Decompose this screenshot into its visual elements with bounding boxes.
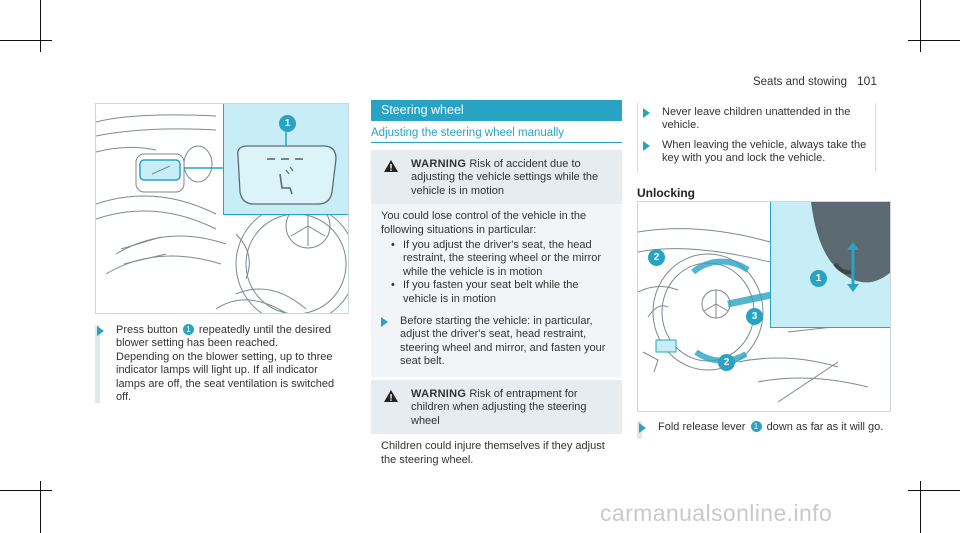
callout-badge: 2 <box>648 249 665 266</box>
step-arrow-icon <box>639 423 646 433</box>
step-arrow-icon <box>381 317 388 328</box>
bullet-divider <box>637 103 638 173</box>
crop-mark <box>920 0 921 52</box>
callout-badge: 1 <box>279 115 296 132</box>
warning-triangle-icon <box>384 390 398 402</box>
step-text-detail: Depending on the blower setting, up to t… <box>116 350 335 404</box>
bullet-item: Never leave children unattended in the v… <box>643 106 875 133</box>
section-title: Steering wheel <box>371 100 622 121</box>
callout-badge: 3 <box>746 308 763 325</box>
warning-label: WARNING <box>411 388 467 400</box>
crop-mark <box>0 40 52 41</box>
page-number: 101 <box>856 74 877 88</box>
section-subtitle: Adjusting the steering wheel manually <box>371 127 622 143</box>
unlocking-title: Unlocking <box>637 186 696 200</box>
warning-box-accident: WARNING Risk of accident due to adjustin… <box>371 150 622 377</box>
callout-badge: 2 <box>718 354 735 371</box>
step-text-prefix: Press button <box>116 324 178 336</box>
release-lever-closeup <box>811 202 890 292</box>
crop-mark <box>908 490 960 491</box>
header-section-title: Seats and stowing <box>752 76 847 88</box>
callout-panel: 1 <box>223 104 348 215</box>
steering-wheel-illustration <box>638 228 879 403</box>
warning-triangle-icon <box>384 160 398 172</box>
crop-mark <box>908 40 960 41</box>
warning-list: If you adjust the driver's seat, the hea… <box>381 239 612 306</box>
list-item: If you adjust the driver's seat, the hea… <box>391 239 612 279</box>
seat-ventilation-figure: 1 <box>95 103 349 314</box>
warning-label: WARNING <box>411 158 467 170</box>
step-text-prefix: Fold release lever <box>658 421 746 433</box>
button-number-badge: 1 <box>182 324 194 335</box>
steering-wheel-figure: 1 2 3 2 <box>637 201 891 412</box>
bullet-text: Never leave children unattended in the v… <box>662 106 851 132</box>
warning-body: Children could injure themselves if they… <box>381 440 605 466</box>
warning-heading: Risk of entrapment for children when adj… <box>411 388 587 427</box>
callout-panel: 1 <box>770 202 890 328</box>
crop-mark <box>40 481 41 533</box>
callout-badge: 1 <box>810 270 827 287</box>
bullet-text: When leaving the vehicle, always take th… <box>662 139 867 165</box>
step-arrow-icon <box>97 326 104 336</box>
step-text-suffix: repeatedly until the desired blower sett… <box>116 324 331 350</box>
crop-mark <box>0 490 52 491</box>
crop-mark <box>40 0 41 52</box>
watermark: carmanualsonline.info <box>600 500 833 526</box>
bullet-item: When leaving the vehicle, always take th… <box>643 139 875 166</box>
page-header: Seats and stowing 101 <box>753 74 877 88</box>
instruction-step: Press button 1 repeatedly until the desi… <box>97 324 347 404</box>
step-text-suffix: down as far as it will go. <box>766 421 884 433</box>
lever-number-badge: 1 <box>750 421 762 432</box>
step-arrow-icon <box>643 108 650 118</box>
instruction-step: Fold release lever 1 down as far as it w… <box>639 421 889 434</box>
list-item: If you fasten your seat belt while the v… <box>391 279 612 306</box>
seat-button-closeup <box>237 132 337 205</box>
warning-step: Before starting the vehicle: in particul… <box>381 315 612 369</box>
bullet-divider <box>875 103 876 173</box>
warning-box-entrapment: WARNING Risk of entrapment for children … <box>371 380 622 476</box>
warning-intro: You could lose control of the vehicle in… <box>381 210 587 236</box>
warning-step-text: Before starting the vehicle: in particul… <box>400 315 606 368</box>
step-arrow-icon <box>643 141 650 151</box>
dashboard-illustration <box>96 114 348 313</box>
crop-mark <box>920 481 921 533</box>
warning-heading: Risk of accident due to adjusting the ve… <box>411 158 599 197</box>
instruction-bar <box>95 325 100 403</box>
